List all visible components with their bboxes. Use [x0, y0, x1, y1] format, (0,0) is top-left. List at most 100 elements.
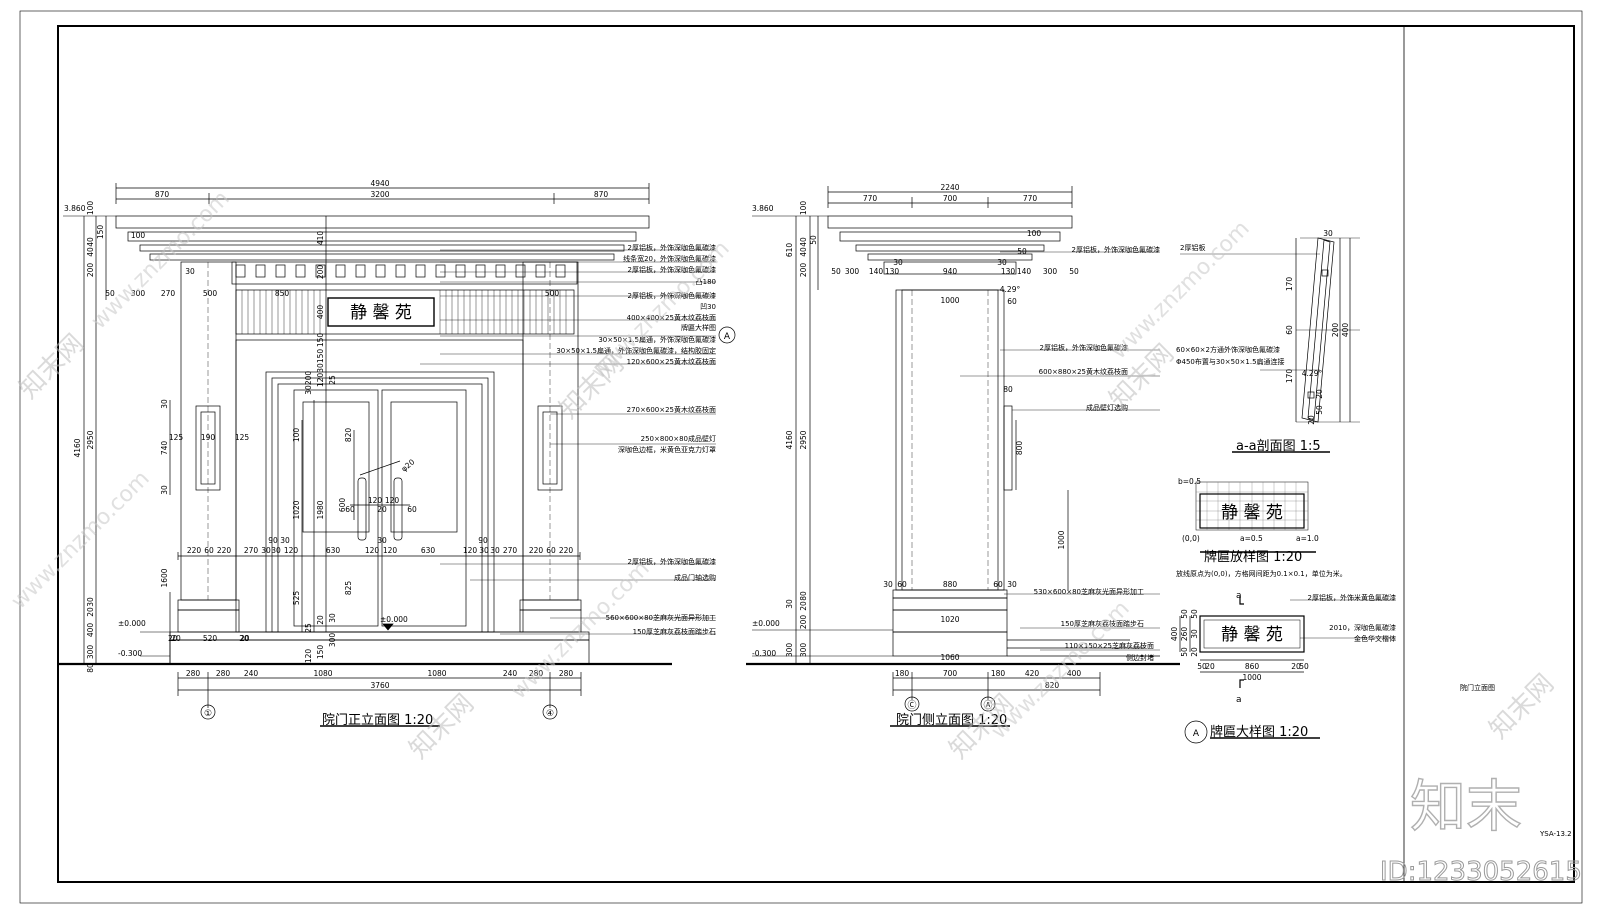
- front-mid-200b: 200: [304, 371, 313, 386]
- section-aa: [1180, 237, 1360, 453]
- title-block-sheet-no: YSA-13.2: [1539, 830, 1572, 838]
- side-overall-dim: 2240: [940, 183, 959, 192]
- svg-text:30: 30: [1190, 629, 1199, 639]
- layout-coord-origin: (0,0): [1182, 534, 1200, 543]
- section-title: a-a剖面图 1:5: [1236, 439, 1321, 454]
- side-dim-angle: 4.29°: [1000, 285, 1021, 294]
- svg-text:150厚芝麻灰荔枝面踏步石: 150厚芝麻灰荔枝面踏步石: [633, 627, 716, 636]
- front-mid-820: 820: [344, 428, 353, 443]
- side-dim-30b: 30: [997, 258, 1007, 267]
- right-wall-lamp: [537, 405, 563, 491]
- svg-text:270×600×25黄木纹荔枝面: 270×600×25黄木纹荔枝面: [627, 405, 716, 414]
- svg-text:80: 80: [1003, 385, 1013, 394]
- front-vert-40b: 40: [86, 237, 95, 247]
- section-note-mid2: Φ450布置与30×50×1.5扁通连接: [1176, 357, 1285, 366]
- side-axis-c: Ⓒ: [907, 700, 916, 711]
- front-mid-1980: 1980: [316, 500, 325, 519]
- svg-text:60: 60: [407, 505, 417, 514]
- door-handle-left: [357, 477, 367, 541]
- svg-text:220: 220: [529, 546, 544, 555]
- detail-note-2: 2010，深咖色氟碳漆: [1329, 623, 1396, 632]
- left-wall-lamp: [195, 405, 221, 491]
- front-mid-25b: 25: [304, 623, 313, 633]
- svg-text:100: 100: [799, 201, 808, 216]
- svg-text:300: 300: [1043, 267, 1058, 276]
- znzmo-logo: 知末: [1410, 775, 1522, 840]
- front-dim-125b: 125: [235, 433, 250, 442]
- front-mid-30: 30: [316, 363, 325, 373]
- svg-text:30: 30: [377, 536, 387, 545]
- svg-text:60: 60: [1285, 325, 1294, 335]
- layout-coord-a05: a=0.5: [1240, 534, 1263, 543]
- front-mid-410: 410: [316, 231, 325, 246]
- svg-text:60: 60: [897, 580, 907, 589]
- front-base-520: 520: [203, 634, 218, 643]
- svg-text:2厚铝板，外饰深咖色氟碳漆: 2厚铝板，外饰深咖色氟碳漆: [1072, 245, 1160, 254]
- detail-vert-dims: 400 50 260 30 50 50 20: [1170, 609, 1199, 657]
- svg-text:120: 120: [463, 546, 478, 555]
- svg-text:200: 200: [1331, 323, 1340, 338]
- svg-text:140: 140: [1017, 267, 1032, 276]
- front-mid-400: 400: [316, 305, 325, 320]
- svg-text:120: 120: [368, 496, 383, 505]
- svg-text:30: 30: [883, 580, 893, 589]
- svg-text:60: 60: [546, 546, 556, 555]
- front-base-20b: 20: [239, 634, 249, 643]
- svg-text:800: 800: [1015, 441, 1024, 456]
- front-mid-150c: 150: [316, 645, 325, 660]
- front-mid-20: 20: [316, 615, 325, 625]
- side-elev-low: -0.300: [752, 649, 776, 658]
- svg-text:2厚铝板，外饰深咖色氟碳漆: 2厚铝板，外饰深咖色氟碳漆: [1040, 343, 1128, 352]
- svg-text:20: 20: [1307, 415, 1316, 425]
- svg-text:270: 270: [503, 546, 518, 555]
- svg-text:2厚铝板，外饰深咖色氟碳漆: 2厚铝板，外饰深咖色氟碳漆: [628, 291, 716, 300]
- svg-text:1080: 1080: [313, 669, 332, 678]
- svg-text:50: 50: [1197, 662, 1207, 671]
- side-axis-a: Ⓐ: [983, 700, 992, 711]
- side-top-dim-2: 700: [943, 194, 958, 203]
- front-dim-270: 270: [161, 289, 176, 298]
- svg-text:140: 140: [869, 267, 884, 276]
- svg-text:成品门轴选购: 成品门轴选购: [674, 573, 716, 582]
- front-dim-50: 50: [105, 289, 115, 298]
- front-vert-2950: 2950: [86, 430, 95, 449]
- svg-text:30: 30: [479, 546, 489, 555]
- section-dims: 30 170 60 170 200 400 20 50 20 4.29°: [1285, 229, 1350, 425]
- side-wall-lamp: [1003, 405, 1013, 491]
- side-elev-top: 3.860: [752, 204, 774, 213]
- side-dim-1000: 1000: [940, 296, 959, 305]
- front-elev-door: ±0.000: [380, 615, 408, 624]
- svg-text:50: 50: [1299, 662, 1309, 671]
- svg-text:50: 50: [1180, 609, 1189, 619]
- detail-marker: A: [1193, 729, 1200, 739]
- svg-text:1000: 1000: [1057, 530, 1066, 549]
- side-small-dims: 100 50 60 80 800 1000 30 60 880 60 30 10…: [883, 229, 1066, 662]
- front-detail-marker: A: [724, 332, 731, 342]
- svg-text:630: 630: [326, 546, 341, 555]
- svg-text:80: 80: [799, 591, 808, 601]
- svg-text:30: 30: [280, 536, 290, 545]
- door-leaf-left: [293, 389, 379, 627]
- layout-plaque-title: 牌匾放样图 1:20: [1204, 549, 1302, 565]
- side-bottom-dims: 180 700 180 420 400: [895, 669, 1082, 678]
- front-mid-30c: 30: [328, 613, 337, 623]
- svg-text:700: 700: [943, 669, 958, 678]
- dentil-row: [235, 264, 566, 278]
- front-vert-740: 740: [160, 441, 169, 456]
- section-note-top: 2厚铝板: [1180, 243, 1205, 252]
- front-top-dim-3: 870: [594, 190, 609, 199]
- svg-text:280: 280: [559, 669, 574, 678]
- svg-text:1080: 1080: [427, 669, 446, 678]
- front-axis-1: ①: [204, 709, 212, 719]
- svg-text:20: 20: [1190, 647, 1199, 657]
- front-vert-30b: 30: [160, 485, 169, 495]
- svg-text:深咖色边框，米黄色亚克力灯罩: 深咖色边框，米黄色亚克力灯罩: [618, 445, 716, 454]
- svg-text:4160: 4160: [785, 430, 794, 449]
- front-dim-125a: 125: [169, 433, 184, 442]
- svg-text:280: 280: [529, 669, 544, 678]
- svg-text:40: 40: [799, 237, 808, 247]
- svg-text:420: 420: [1025, 669, 1040, 678]
- svg-text:280: 280: [216, 669, 231, 678]
- detail-plaque-text: 静 馨 苑: [1221, 625, 1283, 645]
